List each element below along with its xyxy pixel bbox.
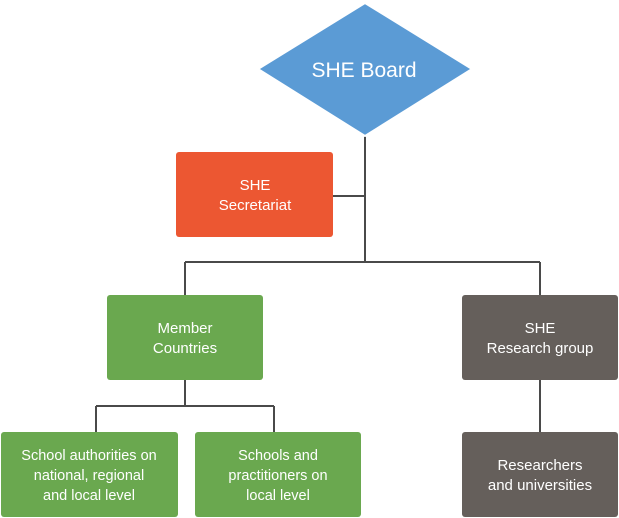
authorities-label-line2: national, regional	[34, 468, 144, 484]
research-label-line2: Research group	[487, 340, 594, 357]
member-label-line2: Countries	[153, 340, 217, 357]
research-box	[462, 295, 618, 380]
secretariat-node: SHE Secretariat	[176, 152, 333, 237]
authorities-label-line3: and local level	[43, 488, 135, 504]
researchers-node: Researchers and universities	[462, 432, 618, 517]
connectors	[95, 135, 541, 432]
member-label-line1: Member	[157, 320, 212, 337]
researchers-label-line2: and universities	[488, 477, 592, 494]
secretariat-box	[176, 152, 333, 237]
schools-label-line1: Schools and	[238, 448, 318, 464]
member-box	[107, 295, 263, 380]
board-label: SHE Board	[311, 59, 416, 82]
member-node: Member Countries	[107, 295, 263, 380]
secretariat-label-line2: Secretariat	[219, 197, 292, 214]
schools-label-line3: local level	[246, 488, 310, 504]
board-node: SHE Board	[257, 2, 473, 137]
authorities-box	[1, 432, 178, 517]
authorities-node: School authorities on national, regional…	[1, 432, 178, 517]
research-label-line1: SHE	[525, 320, 556, 337]
board-diamond-shape	[257, 2, 473, 137]
authorities-label-line1: School authorities on	[21, 448, 156, 464]
research-node: SHE Research group	[462, 295, 618, 380]
schools-label-line2: practitioners on	[228, 468, 327, 484]
schools-node: Schools and practitioners on local level	[195, 432, 361, 517]
researchers-label-line1: Researchers	[497, 457, 582, 474]
secretariat-label-line1: SHE	[240, 177, 271, 194]
schools-box	[195, 432, 361, 517]
researchers-box	[462, 432, 618, 517]
